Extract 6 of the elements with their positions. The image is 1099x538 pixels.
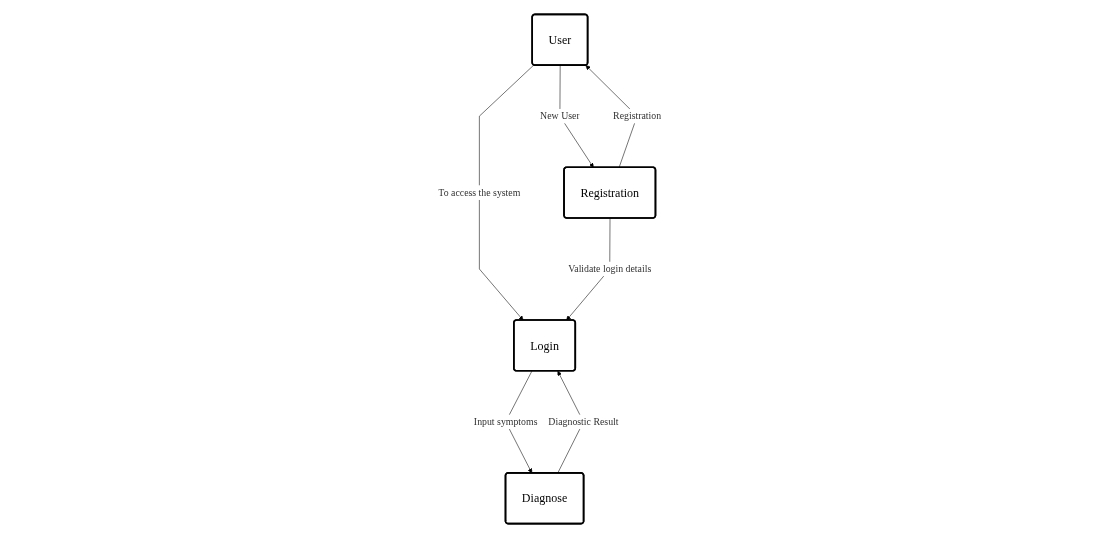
edge-label: To access the system [438,186,521,198]
edge-label: Input symptoms [473,416,538,428]
edge-label: Validate login details [568,263,651,275]
edge-label: Registration [612,110,661,122]
edge-label: Diagnostic Result [548,416,619,428]
edge-label: New User [539,110,580,122]
